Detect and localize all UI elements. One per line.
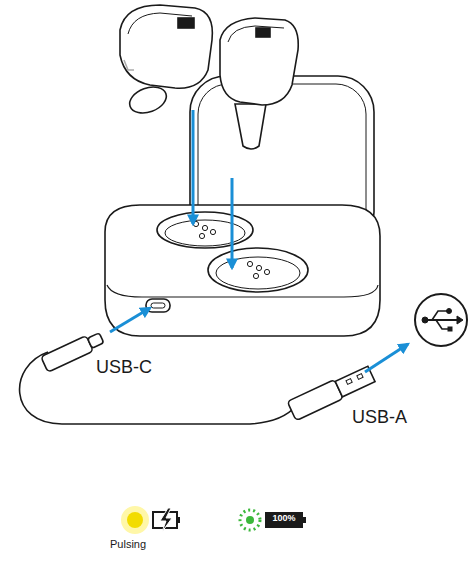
- pin: [199, 233, 204, 238]
- left-earbud: [120, 5, 212, 118]
- earbud-face-edge: [228, 26, 284, 42]
- usb-c-slot: [151, 303, 165, 308]
- plug-arrow: [365, 344, 408, 372]
- full-status-icon: [240, 510, 306, 530]
- battery-level: 100%: [265, 514, 303, 524]
- side-marker: [124, 60, 134, 70]
- usb-c-port: [146, 299, 170, 312]
- plug-body: [41, 336, 93, 373]
- earbud-logo: [256, 28, 270, 37]
- battery-terminal: [303, 517, 306, 523]
- light-glow: [121, 506, 149, 534]
- charge-bolt: [160, 508, 172, 532]
- charging-case: [105, 205, 380, 336]
- earbud-logo: [178, 18, 194, 28]
- plug-arrows: [110, 308, 408, 372]
- earbud-housing: [120, 5, 212, 88]
- left-cavity: [157, 212, 253, 248]
- pin: [202, 225, 207, 230]
- symbol-square: [448, 327, 452, 331]
- pin: [253, 273, 258, 278]
- ear-tip: [126, 82, 170, 118]
- pin: [256, 265, 261, 270]
- plug-body: [287, 380, 343, 421]
- earbud-housing: [220, 18, 298, 105]
- charging-status-icon: [121, 506, 180, 534]
- light-dot: [246, 516, 254, 524]
- status-label: Pulsing: [110, 538, 146, 550]
- connector-label: USB-A: [352, 408, 407, 428]
- plug-hole: [357, 374, 363, 380]
- pin: [210, 229, 215, 234]
- battery-full: [265, 512, 303, 528]
- pin: [264, 269, 269, 274]
- symbol-line: [425, 319, 457, 321]
- connector-label: USB-C: [96, 358, 152, 378]
- light-dot: [127, 512, 143, 528]
- usb-c-plug: [41, 330, 105, 372]
- case-body: [105, 205, 380, 336]
- symbol-branch: [436, 320, 448, 329]
- insert-arrow: [192, 110, 195, 224]
- ear-tip: [235, 104, 266, 149]
- symbol-dot: [447, 309, 452, 314]
- right-earbud: [220, 18, 298, 149]
- insert-arrow: [231, 178, 234, 268]
- right-cavity: [208, 248, 308, 292]
- right-cavity-inner: [216, 257, 300, 289]
- insert-arrows: [193, 110, 232, 268]
- symbol-dot: [422, 317, 428, 323]
- plug-hole: [346, 379, 352, 385]
- symbol-branch: [432, 311, 447, 320]
- light-ring: [240, 510, 260, 530]
- usb-port-symbol: [415, 294, 467, 346]
- symbol-tip: [457, 316, 463, 324]
- plug-arrow: [110, 308, 150, 332]
- symbol-ring: [415, 294, 467, 346]
- pin: [247, 261, 252, 266]
- plug-tip: [87, 333, 103, 348]
- battery-terminal: [177, 517, 180, 523]
